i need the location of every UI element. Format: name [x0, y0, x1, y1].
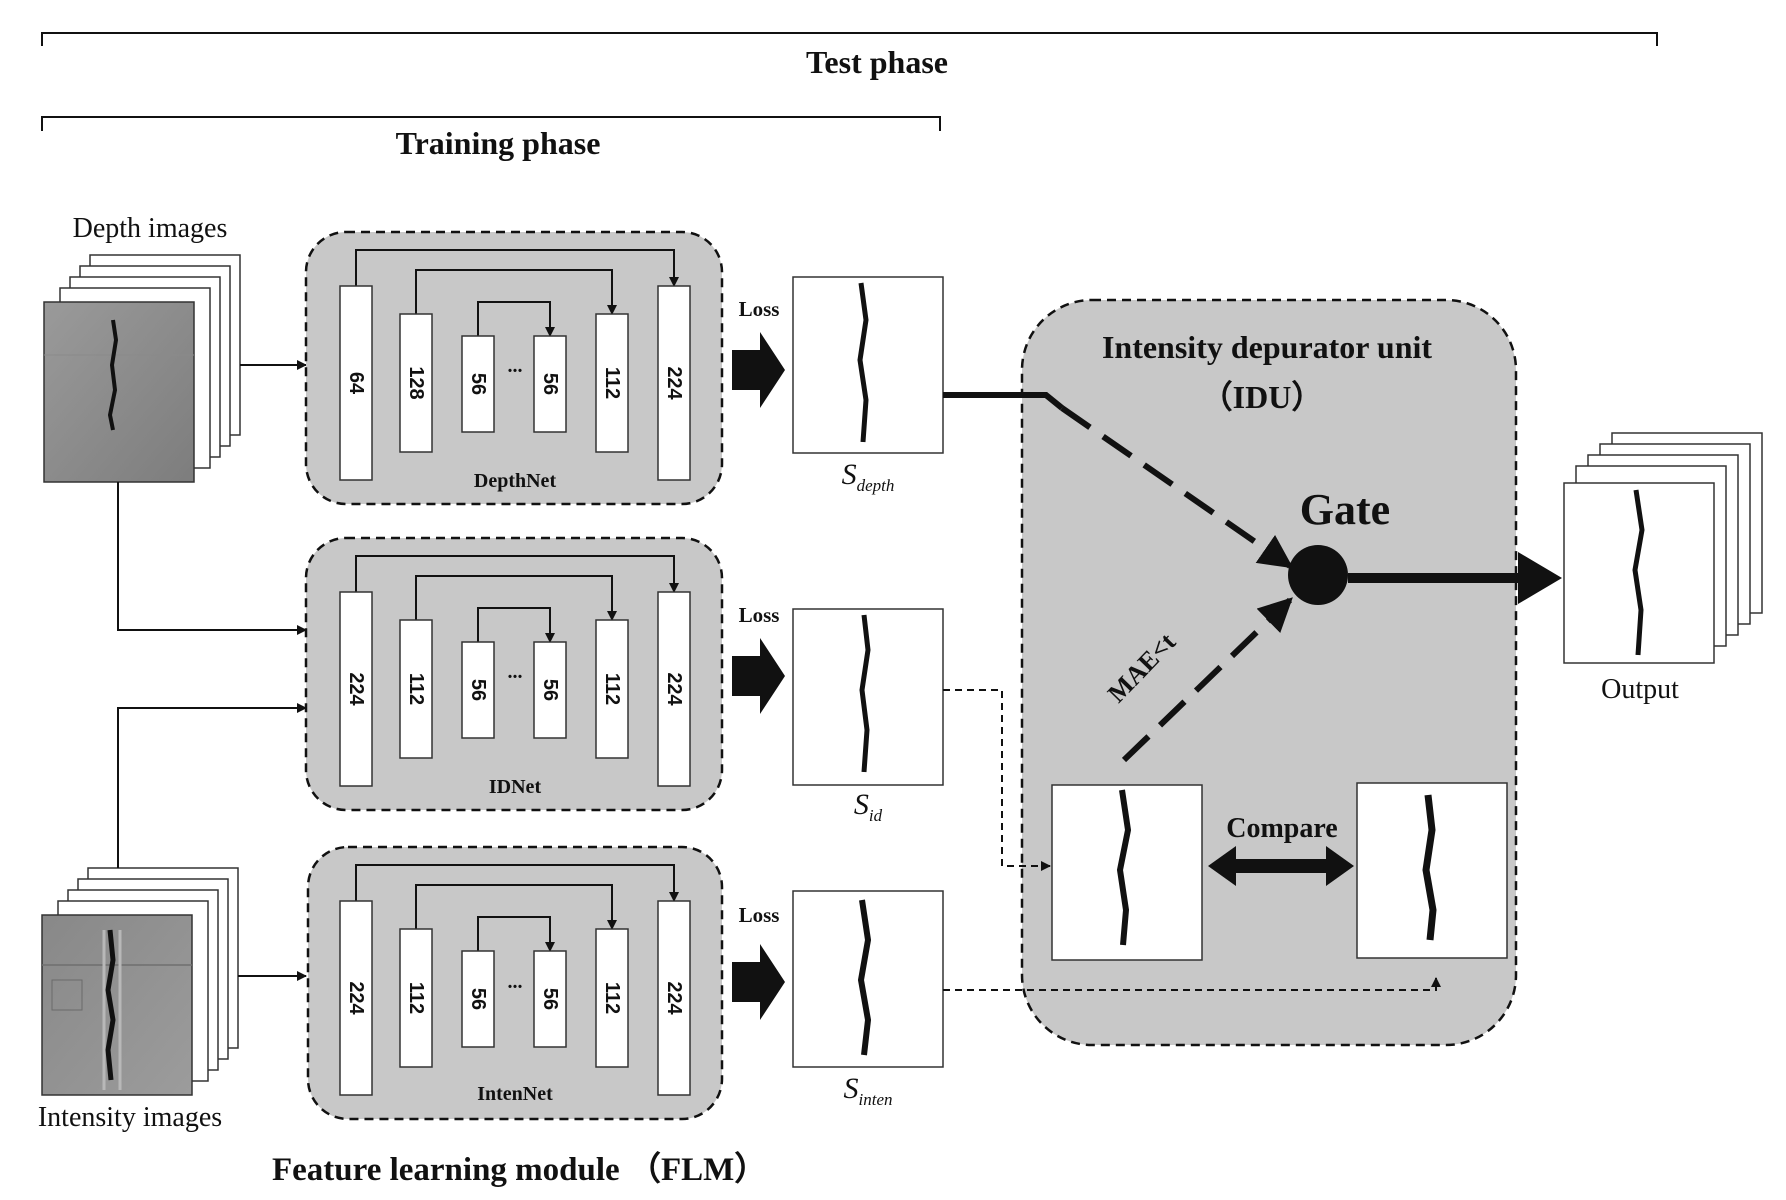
test-phase-label: Test phase [806, 44, 948, 80]
test-phase-bracket [41, 32, 1658, 46]
layer-bar-0-4 [595, 313, 629, 453]
s-id-label: Sid [854, 788, 882, 826]
s-id-subscript: id [868, 806, 883, 825]
skip-connection-2-1 [415, 884, 617, 930]
s-inten-label: Sinten [844, 1072, 893, 1110]
output-image-stack [1563, 432, 1763, 664]
layer-bar-1-1 [399, 619, 433, 759]
s-depth-symbol: S [841, 458, 857, 491]
input-connectors [117, 360, 307, 981]
layer-bar-1-3 [533, 641, 567, 739]
layer-bar-0-3 [533, 335, 567, 433]
gate-node [1288, 545, 1348, 605]
skip-connection-1-1 [415, 575, 617, 621]
ellipsis-intennet: ... [507, 971, 523, 993]
layer-label-1-1: 112 [405, 673, 427, 705]
compare-routing-lines [943, 689, 1441, 991]
layer-bar-0-1 [399, 313, 433, 453]
layer-bar-2-0 [339, 900, 373, 1096]
s-id-symbol: S [853, 788, 869, 821]
layer-label-2-4: 112 [601, 982, 623, 1014]
compare-double-arrow [1208, 846, 1354, 886]
compare-image-left [1051, 784, 1203, 961]
layer-label-0-2: 56 [467, 373, 489, 395]
final-output-arrow [1348, 552, 1562, 604]
layer-bar-1-2 [461, 641, 495, 739]
s-inten-subscript: inten [858, 1090, 893, 1109]
depth-image-thumbnail [43, 301, 195, 483]
s-inten-map [792, 890, 944, 1068]
s-depth-subscript: depth [856, 476, 895, 495]
loss-label-depth: Loss [738, 297, 780, 321]
loss-label-inten: Loss [738, 903, 780, 927]
intensity-images-label: Intensity images [37, 1102, 223, 1133]
layer-bar-0-2 [461, 335, 495, 433]
idu-title-abbrev: （IDU） [1200, 379, 1324, 415]
layer-bar-1-4 [595, 619, 629, 759]
layer-label-1-4: 112 [601, 673, 623, 705]
depthnet-label: DepthNet [473, 470, 557, 492]
layer-bar-0-5 [657, 285, 691, 481]
skip-connection-2-2 [477, 916, 555, 952]
layer-label-1-2: 56 [467, 679, 489, 701]
layer-label-0-1: 128 [405, 366, 427, 399]
skip-connection-2-0 [355, 864, 679, 902]
training-phase-bracket [41, 116, 941, 131]
idu-title: Intensity depurator unit [1101, 329, 1433, 365]
layer-label-0-4: 112 [601, 367, 623, 399]
layer-bar-0-0 [339, 285, 373, 481]
skip-connection-0-1 [415, 269, 617, 315]
depth-image-stack [43, 254, 241, 483]
loss-label-id: Loss [738, 603, 780, 627]
flm-title: Feature learning module （FLM） [272, 1152, 768, 1188]
s-depth-map [792, 276, 944, 454]
layer-label-0-3: 56 [539, 373, 561, 395]
layer-bar-2-2 [461, 950, 495, 1048]
layer-label-1-0: 224 [345, 672, 367, 706]
layer-bar-2-5 [657, 900, 691, 1096]
layer-label-0-0: 64 [345, 372, 367, 395]
layer-label-2-5: 224 [663, 981, 685, 1015]
network-layers: 64 128 56 56 112 224 224 112 56 56 112 224 224 112 56 5… [339, 249, 691, 1096]
layer-bar-1-0 [339, 591, 373, 787]
depth-images-label: Depth images [72, 213, 228, 244]
layer-label-2-1: 112 [405, 982, 427, 1014]
layer-label-2-2: 56 [467, 988, 489, 1010]
network-output-arrows [732, 332, 785, 1020]
compare-image-right [1356, 782, 1508, 959]
skip-connection-1-0 [355, 555, 679, 593]
intensity-image-thumbnail [41, 914, 193, 1096]
ellipsis-depthnet: ... [507, 355, 523, 377]
gate-label: Gate [1299, 485, 1391, 534]
output-label: Output [1601, 674, 1679, 705]
s-depth-label: Sdepth [842, 458, 895, 496]
layer-label-0-5: 224 [663, 366, 685, 400]
skip-connection-1-2 [477, 607, 555, 643]
layer-bar-2-1 [399, 928, 433, 1068]
intensity-image-stack [41, 867, 239, 1096]
skip-connection-0-2 [477, 301, 555, 337]
skip-connection-0-0 [355, 249, 679, 287]
s-id-map [792, 608, 944, 786]
layer-bar-2-3 [533, 950, 567, 1048]
layer-label-2-3: 56 [539, 988, 561, 1010]
layer-label-1-3: 56 [539, 679, 561, 701]
ellipsis-idnet: ... [507, 661, 523, 683]
layer-label-1-5: 224 [663, 672, 685, 706]
intennet-label: IntenNet [477, 1083, 553, 1105]
gate-inputs [943, 392, 1294, 763]
layer-label-2-0: 224 [345, 981, 367, 1015]
compare-label: Compare [1226, 813, 1338, 844]
layer-bar-1-5 [657, 591, 691, 787]
layer-bar-2-4 [595, 928, 629, 1068]
idnet-label: IDNet [488, 776, 542, 798]
training-phase-label: Training phase [395, 125, 601, 161]
s-inten-symbol: S [843, 1072, 859, 1105]
